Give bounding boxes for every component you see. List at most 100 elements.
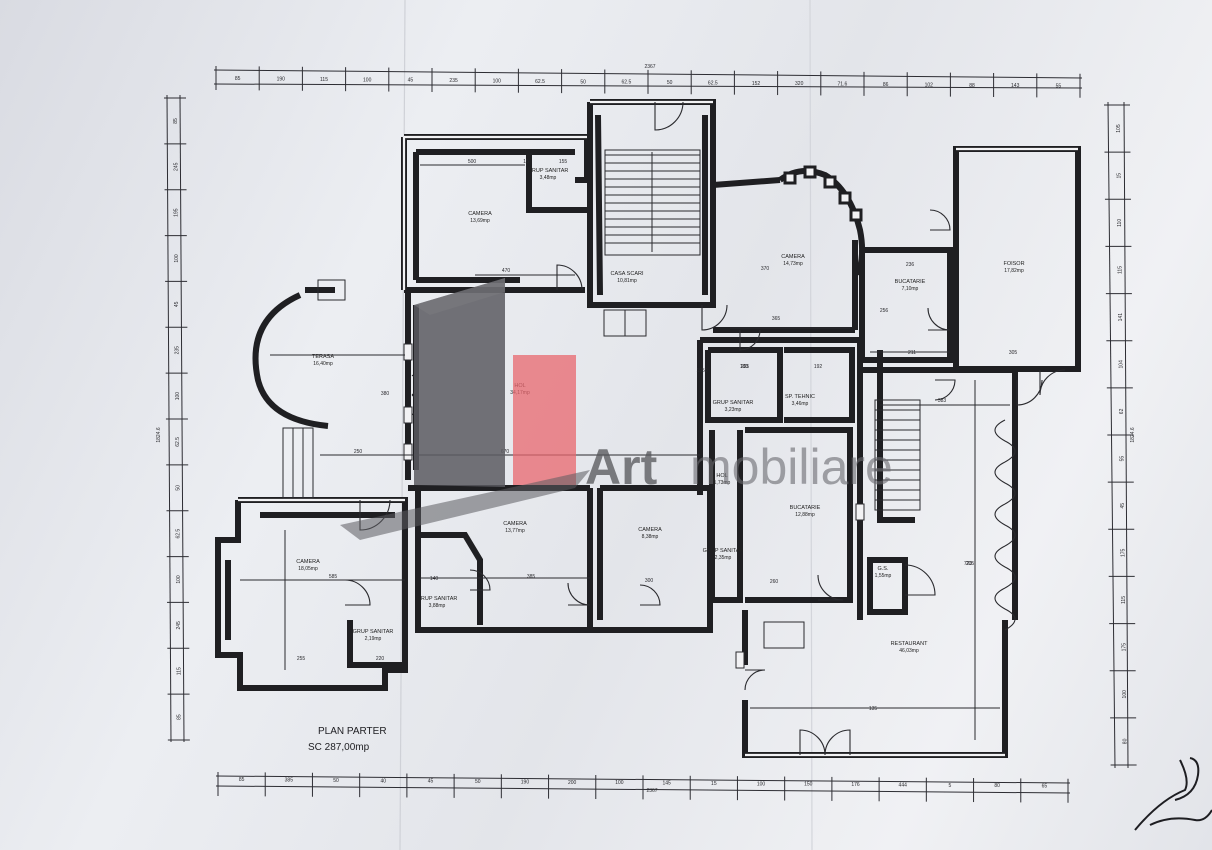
dimension-value: 80 — [1122, 738, 1128, 744]
room-name: HOL — [716, 473, 727, 479]
room-name: GRUP SANITAR — [353, 629, 394, 635]
inner-dimension-value: 380 — [381, 391, 390, 397]
plan-title-block: PLAN PARTER SC 287,00mp — [308, 726, 387, 753]
dimension-value: 85 — [177, 714, 183, 720]
inner-dimension-value: 585 — [329, 574, 338, 580]
dimension-value: 115 — [1121, 596, 1127, 604]
dimension-value: 55 — [1120, 456, 1126, 462]
room-area: 2,19mp — [365, 636, 382, 642]
inner-dimension-value: 470 — [502, 268, 511, 274]
dimension-value: 150 — [804, 782, 813, 788]
dimension-value: 115 — [320, 77, 328, 83]
dimension-value: 62.5 — [708, 80, 718, 86]
room-name: CASA SCARI — [610, 271, 643, 277]
staircase — [603, 149, 921, 649]
room-area: 1,55mp — [875, 573, 892, 579]
room-name: CAMERA — [781, 254, 805, 260]
inner-dimension-value: 385 — [527, 574, 536, 580]
dimension-value: 50 — [333, 778, 339, 784]
dimension-value: 62.5 — [622, 80, 632, 86]
dim-total-bottom: 2367 — [646, 788, 657, 794]
dimension-value: 102 — [925, 82, 934, 88]
dimension-value: 105 — [1116, 124, 1122, 133]
plan-title: PLAN PARTER — [318, 726, 387, 737]
walls — [215, 99, 1081, 758]
watermark-logo-dark-block — [414, 278, 505, 487]
dimension-value: 175 — [1120, 548, 1126, 557]
inner-dimension-value: 260 — [770, 579, 779, 585]
inner-dimension-value: 300 — [645, 578, 654, 584]
dimension-value: 71.6 — [838, 82, 848, 88]
paper-fold — [399, 0, 406, 850]
inner-dimension-value: 140 — [430, 576, 439, 582]
inner-dimension-value: 370 — [761, 266, 770, 272]
room-area: 7,10mp — [902, 286, 919, 292]
room-name: GRUP SANITAR — [417, 596, 458, 602]
room-name: CAMERA — [296, 559, 320, 565]
room-name: BUCATARIE — [790, 505, 821, 511]
room-area: 14,73mp — [783, 261, 803, 267]
dimension-value: 62.5 — [175, 437, 181, 447]
inner-dimension-value: 155 — [559, 159, 568, 165]
dimension-value: 85 — [173, 118, 179, 124]
room-area: 8,38mp — [642, 534, 659, 540]
dimension-value: 45 — [428, 779, 434, 785]
room-name: FOISOR — [1003, 261, 1024, 267]
room-area: 3,88mp — [429, 603, 446, 609]
wall-insets — [238, 100, 1078, 757]
watermark-word-art: Art — [585, 439, 658, 495]
inner-dimension-value: 135 — [869, 706, 878, 712]
terrace-steps — [282, 165, 865, 669]
room-name: SP. TEHNIC — [785, 394, 815, 400]
inner-dimension-value: 500 — [468, 159, 477, 165]
dimension-value: 190 — [521, 779, 530, 785]
dimension-value: 100 — [174, 254, 180, 263]
dimension-chain-left: 1824.6 852451951004523510062.55062.51002… — [156, 94, 190, 743]
room-area: 12,88mp — [795, 512, 815, 518]
room-area: 46,03mp — [899, 648, 919, 654]
dimension-value: 190 — [277, 77, 286, 83]
room-name: CAMERA — [468, 211, 492, 217]
dimension-value: 88 — [969, 83, 975, 89]
room-area: 3,23mp — [725, 407, 742, 413]
inner-dimension-value: 192 — [814, 364, 823, 370]
dimension-value: 50 — [175, 485, 181, 491]
dimension-value: 45 — [174, 301, 180, 307]
dim-total-top: 2367 — [644, 64, 655, 70]
dimension-value: 100 — [757, 781, 766, 787]
dimension-value: 50 — [580, 79, 586, 85]
dimension-value: 65 — [1042, 784, 1048, 790]
dimension-value: 80 — [994, 783, 1000, 789]
inner-dimension-value: 305 — [1009, 350, 1018, 356]
inner-dimension-value: 250 — [354, 449, 363, 455]
inner-dimension-value: 236 — [906, 262, 915, 268]
dimension-value: 176 — [851, 782, 860, 788]
dimension-value: 86 — [883, 82, 889, 88]
dimension-value: 100 — [175, 392, 181, 401]
room-name: GRUP SANITAR — [713, 400, 754, 406]
dimension-value: 115 — [176, 667, 182, 675]
room-area: 13,77mp — [505, 528, 525, 534]
room-area: 13,69mp — [470, 218, 490, 224]
dimension-value: 245 — [173, 162, 179, 171]
room: G.S.1,55mp — [875, 566, 892, 579]
inner-dimension-value: 670 — [501, 449, 510, 455]
dimension-value: 5 — [949, 783, 952, 789]
room-area: 18,05mp — [298, 566, 318, 572]
dimension-value: 385 — [285, 778, 294, 784]
dimension-value: 55 — [1056, 84, 1062, 90]
inner-dimension-value: 180 — [740, 364, 749, 370]
